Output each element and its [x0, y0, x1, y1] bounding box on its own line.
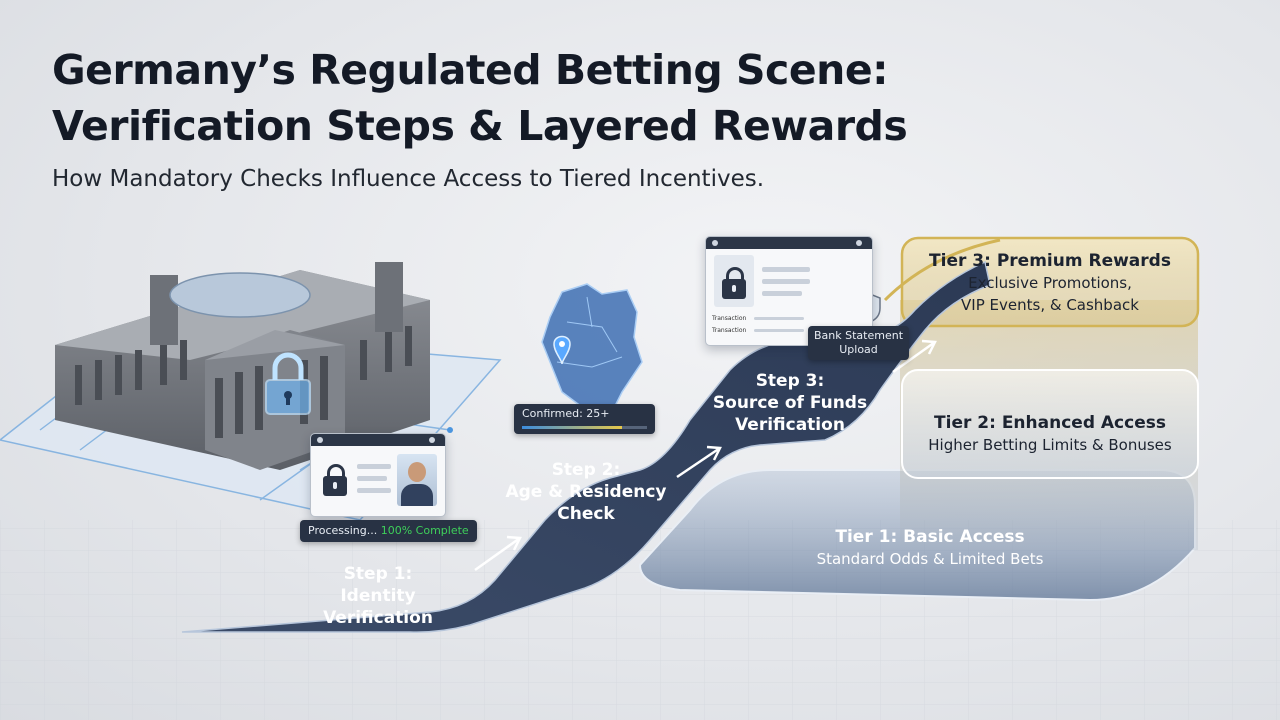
tier-2-panel [901, 369, 1199, 479]
location-pin-icon [553, 335, 571, 365]
step-1-title: Identity Verification [323, 586, 433, 628]
tier-1-label: Tier 1: Basic Access Standard Odds & Lim… [780, 526, 1080, 570]
tier-2-label: Tier 2: Enhanced Access Higher Betting L… [902, 412, 1198, 456]
identity-status-text: Processing... [308, 524, 381, 537]
card-titlebar [706, 237, 872, 249]
step-3-title: Source of Funds [712, 393, 868, 413]
funds-badge-line-2: Upload [839, 343, 878, 356]
age-progress-fill [522, 426, 622, 429]
tier-1-desc: Standard Odds & Limited Bets [816, 550, 1044, 568]
tier-3-label: Tier 3: Premium Rewards Exclusive Promot… [902, 250, 1198, 316]
identity-card [310, 433, 446, 517]
padlock-icon [722, 267, 746, 299]
tier-2-desc: Higher Betting Limits & Bonuses [928, 436, 1172, 454]
tier-3-panel [900, 236, 1200, 328]
tier-3-desc-1: Exclusive Promotions, [968, 274, 1132, 292]
step-3-title-2: Verification [735, 415, 845, 435]
step-3-label: Step 3: Source of Funds Verification [700, 370, 880, 436]
funds-badge: Bank Statement Upload [808, 326, 910, 360]
identity-status-complete: 100% Complete [380, 524, 469, 537]
age-progress-track [522, 426, 647, 429]
gold-edge [883, 238, 1001, 302]
germany-map-icon [541, 283, 643, 413]
title-line-1: Germany’s Regulated Betting Scene: [52, 46, 889, 94]
step-2-label: Step 2: Age & Residency Check [496, 459, 676, 525]
identity-status-pill: Processing... 100% Complete [300, 520, 477, 542]
padlock-icon [265, 352, 311, 415]
page-subtitle: How Mandatory Checks Influence Access to… [52, 166, 765, 192]
age-status-pill: Confirmed: 25+ [514, 404, 655, 434]
page-title: Germany’s Regulated Betting Scene: Verif… [52, 42, 1052, 154]
arrow-icon [474, 535, 522, 572]
step-2-title-2: Check [557, 504, 615, 524]
funds-row-1: Transaction [712, 315, 747, 322]
card-titlebar [311, 434, 445, 446]
parliament-building-illustration [55, 262, 430, 470]
step-1-number: Step 1: [343, 564, 413, 584]
funds-badge-line-1: Bank Statement [814, 329, 904, 342]
tier-1-title: Tier 1: Basic Access [835, 527, 1025, 547]
padlock-icon [323, 464, 347, 496]
tier-3-desc-2: VIP Events, & Cashback [961, 296, 1139, 314]
verification-path [181, 260, 991, 633]
age-status-text: Confirmed: 25+ [522, 407, 610, 420]
tier-3-title: Tier 3: Premium Rewards [929, 251, 1171, 271]
step-1-label: Step 1: Identity Verification [283, 563, 473, 629]
step-3-number: Step 3: [755, 371, 825, 391]
arrow-icon [892, 339, 937, 374]
tier-2-title: Tier 2: Enhanced Access [934, 413, 1166, 433]
step-2-title: Age & Residency [505, 482, 667, 502]
arrow-icon [676, 445, 722, 479]
avatar-photo [397, 454, 437, 506]
title-line-2: Verification Steps & Layered Rewards [52, 102, 908, 150]
funds-row-2: Transaction [712, 327, 747, 334]
step-2-number: Step 2: [551, 460, 621, 480]
